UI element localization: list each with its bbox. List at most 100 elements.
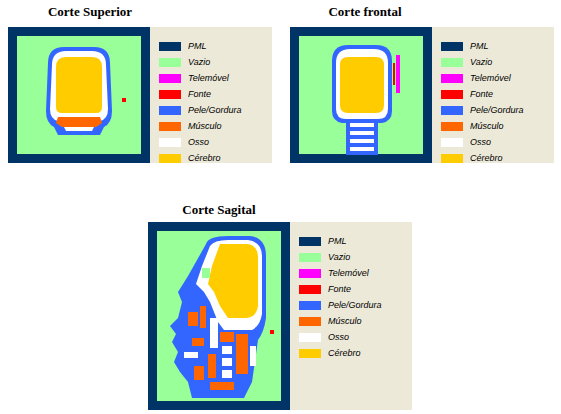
sagittal-slice-part	[208, 244, 258, 318]
legend-label: Fonte	[188, 89, 211, 100]
superior-slice-part	[17, 36, 141, 154]
sagittal-slice-part	[148, 222, 290, 410]
frontal-slice-part	[350, 147, 374, 151]
legend-swatch	[441, 74, 463, 83]
legend-label: Vazio	[470, 57, 492, 68]
legend-swatch	[299, 253, 321, 262]
legend-swatch	[159, 90, 181, 99]
slice-title: Corte frontal	[328, 4, 401, 20]
legend-label: Telemóvel	[470, 73, 511, 84]
legend-label: PML	[328, 236, 347, 247]
legend-panel	[150, 27, 554, 410]
sagittal-slice-part	[222, 370, 232, 378]
sagittal-slice-part	[202, 268, 210, 278]
slice-title: Corte Sagital	[182, 202, 255, 218]
legend-panel-part	[290, 222, 412, 410]
legend-swatch	[299, 301, 321, 310]
sagittal-slice-part	[188, 312, 198, 326]
legend-swatch	[441, 122, 463, 131]
frontal-slice-part	[346, 119, 378, 155]
sagittal-slice-part	[184, 352, 198, 358]
legend-swatch	[441, 138, 463, 147]
sagittal-slice-part	[270, 330, 274, 334]
legend-swatch	[441, 42, 463, 51]
sagittal-slice-part	[222, 346, 232, 354]
frontal-slice-part	[299, 36, 423, 154]
superior-slice-part	[46, 47, 112, 135]
legend-label: PML	[188, 41, 207, 52]
legend-swatch	[159, 138, 181, 147]
frontal-slice-part	[350, 123, 374, 127]
sagittal-slice-part	[220, 332, 234, 342]
legend-label: Vazio	[328, 252, 350, 263]
legend-swatch	[441, 154, 463, 163]
sagittal-slice-part	[236, 334, 248, 374]
legend-label: Osso	[470, 137, 491, 148]
legend-swatch	[159, 106, 181, 115]
legend-label: Pele/Gordura	[470, 105, 524, 116]
sagittal-slice-part	[170, 236, 266, 398]
sagittal-slice-part	[250, 346, 256, 366]
legend-swatch	[299, 333, 321, 342]
legend-label: Fonte	[328, 284, 351, 295]
legend-swatch	[299, 317, 321, 326]
sagittal-slice-part	[210, 382, 234, 390]
legend-label: Músculo	[188, 121, 222, 132]
legend-swatch	[299, 349, 321, 358]
legend-swatch	[299, 285, 321, 294]
legend-swatch	[299, 269, 321, 278]
superior-slice-part	[122, 98, 126, 102]
sagittal-slice-part	[208, 354, 216, 378]
slice-title: Corte Superior	[48, 4, 132, 20]
superior-slice-part	[56, 57, 102, 113]
legend-label: Fonte	[470, 89, 493, 100]
sagittal-slice-part	[194, 366, 204, 380]
legend-label: Músculo	[470, 121, 504, 132]
legend-swatch	[159, 154, 181, 163]
frontal-slice-part	[396, 55, 400, 93]
legend-swatch	[441, 106, 463, 115]
legend-swatch	[441, 58, 463, 67]
superior-slice-part	[50, 51, 108, 121]
frontal-slice-part	[393, 63, 395, 85]
legend-swatch	[159, 122, 181, 131]
legend-label: Telemóvel	[188, 73, 229, 84]
legend-label: Cérebro	[470, 153, 503, 164]
legend-label: Vazio	[188, 57, 210, 68]
legend-label: Cérebro	[328, 348, 361, 359]
legend-swatch	[299, 237, 321, 246]
superior-slice	[8, 27, 150, 163]
legend-panel-part	[150, 27, 272, 163]
frontal-slice-part	[350, 139, 374, 143]
legend-label: Pele/Gordura	[188, 105, 242, 116]
legend-swatch	[159, 58, 181, 67]
frontal-slice	[290, 27, 432, 163]
legend-label: Pele/Gordura	[328, 300, 382, 311]
legend-swatch	[159, 74, 181, 83]
legend-label: Músculo	[328, 316, 362, 327]
sagittal-slice	[148, 222, 290, 410]
superior-slice-part	[8, 27, 150, 163]
frontal-slice-part	[332, 45, 392, 123]
legend-swatch	[441, 90, 463, 99]
sagittal-slice-part	[196, 240, 262, 330]
legend-label: PML	[470, 41, 489, 52]
superior-slice-part	[64, 127, 94, 131]
legend-label: Osso	[188, 137, 209, 148]
frontal-slice-part	[290, 27, 432, 163]
sagittal-slice-part	[200, 306, 206, 328]
sagittal-slice-part	[222, 358, 232, 366]
legend-swatch	[159, 42, 181, 51]
legend-label: Osso	[328, 332, 349, 343]
legend-label: Telemóvel	[328, 268, 369, 279]
frontal-slice-part	[336, 49, 388, 119]
sagittal-slice-part	[210, 318, 218, 348]
superior-slice-part	[56, 117, 102, 127]
frontal-slice-part	[350, 131, 374, 135]
sagittal-slice-part	[157, 231, 281, 401]
legend-panel-part	[432, 27, 554, 163]
sagittal-slice-part	[192, 338, 204, 346]
legend-label: Cérebro	[188, 153, 221, 164]
frontal-slice-part	[340, 57, 384, 113]
